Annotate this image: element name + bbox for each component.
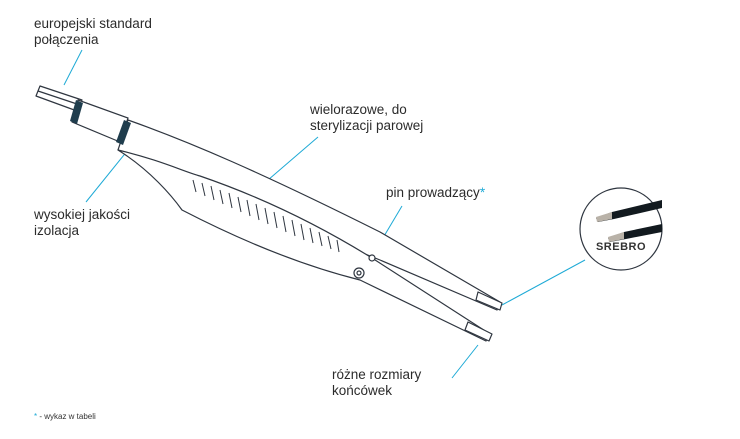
lower-jaw <box>117 149 491 342</box>
label-reusable: wielorazowe, do sterylizacji parowej <box>310 102 424 133</box>
grip-ridges <box>192 179 340 253</box>
insulation-bands <box>70 100 131 145</box>
inset-label: SREBRO <box>595 241 647 253</box>
label-tip-sizes: różne rozmiary końcówek <box>332 367 422 398</box>
label-insulation: wysokiej jakości izolacja <box>34 207 131 238</box>
upper-tip <box>475 291 503 311</box>
label-guide-pin: pin prowadzący* <box>386 185 486 200</box>
leader-lines <box>63 49 586 379</box>
leader-line-reusable <box>267 136 319 181</box>
footnote-text: - wykaz w tabeli <box>37 412 96 421</box>
lower-tip <box>464 321 493 342</box>
guide-pin-asterisk: * <box>479 185 486 200</box>
leader-line-connector <box>63 49 83 86</box>
leader-line-inset <box>501 259 586 306</box>
guide-pin-top <box>368 254 376 262</box>
leader-line-tips <box>451 344 479 379</box>
inset-tip-upper <box>596 200 662 222</box>
label-connector: europejski standard połączenia <box>34 16 152 47</box>
footnote: * - wykaz w tabeli <box>34 412 96 421</box>
leader-line-insulation <box>85 149 129 203</box>
inset-circle <box>579 187 663 271</box>
upper-jaw <box>117 119 501 311</box>
footnote-asterisk: * <box>34 412 38 421</box>
